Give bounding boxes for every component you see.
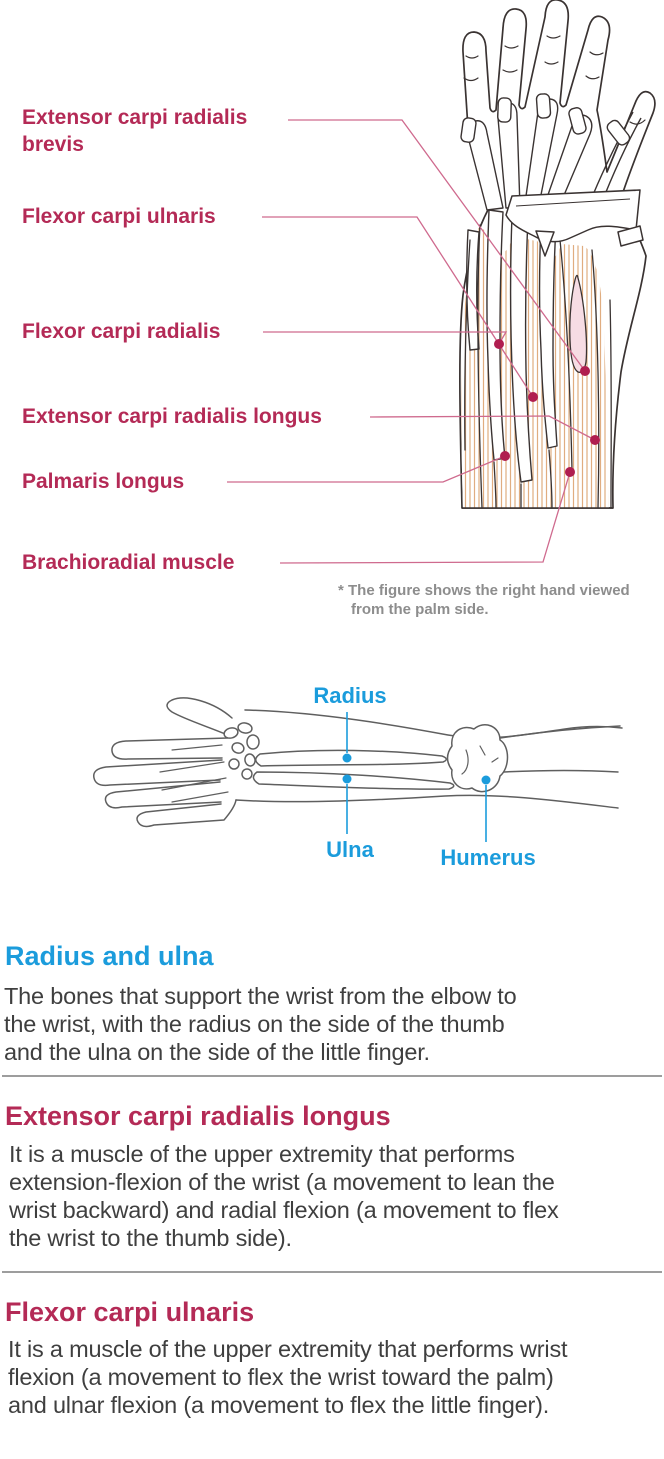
label-extensor-carpi-radialis-longus: Extensor carpi radialis longus (22, 405, 322, 428)
figure-note-line2: from the palm side. (351, 601, 489, 618)
section-body-flexor-carpi-ulnaris: It is a muscle of the upper extremity th… (8, 1336, 568, 1418)
bone-leader-lines (346, 712, 487, 842)
label-humerus: Humerus (440, 845, 536, 870)
muscle-contours (464, 224, 612, 509)
label-flexor-carpi-ulnaris: Flexor carpi ulnaris (22, 205, 216, 228)
label-extensor-carpi-radialis-brevis: Extensor carpi radialis brevis (22, 106, 248, 156)
section-heading-flexor-carpi-ulnaris: Flexor carpi ulnaris (5, 1297, 255, 1327)
section-divider-1 (2, 1075, 662, 1077)
label-palmaris-longus: Palmaris longus (22, 470, 185, 493)
muscle-marker-dots (494, 339, 600, 477)
label-radius: Radius (313, 683, 387, 708)
leader-lines (227, 119, 596, 564)
bone-marker-dots (342, 753, 491, 785)
section-divider-2 (2, 1271, 662, 1273)
pink-muscle-highlight (569, 274, 588, 373)
wrist-retinaculum (505, 189, 644, 257)
figure-note-line1: * The figure shows the right hand viewed (338, 582, 630, 599)
figure-note: * The figure shows the right hand viewed… (338, 581, 630, 619)
section-body-radius-and-ulna: The bones that support the wrist from th… (4, 983, 517, 1065)
label-brachioradial-muscle: Brachioradial muscle (22, 551, 235, 574)
label-flexor-carpi-radialis: Flexor carpi radialis (22, 320, 221, 343)
palm-tendons (460, 93, 642, 221)
section-heading-radius-and-ulna: Radius and ulna (5, 941, 214, 971)
label-ulna: Ulna (326, 837, 374, 862)
section-body-extensor-carpi-radialis-longus: It is a muscle of the upper extremity th… (9, 1141, 559, 1251)
section-heading-extensor-carpi-radialis-longus: Extensor carpi radialis longus (5, 1101, 391, 1131)
muscle-anatomy-illustration (227, 0, 656, 564)
bone-anatomy-illustration (93, 697, 623, 842)
finger-creases (463, 35, 646, 125)
flexor-tendons (466, 209, 558, 483)
